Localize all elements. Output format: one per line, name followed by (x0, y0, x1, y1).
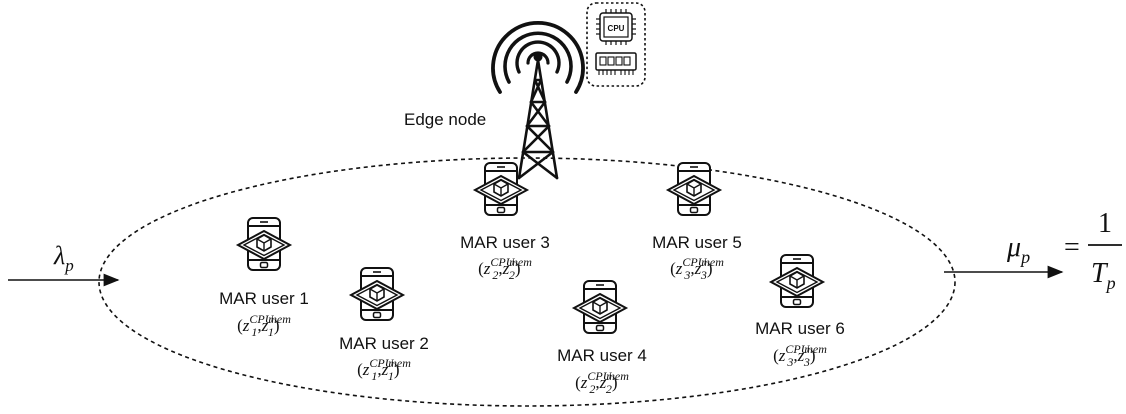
cpu-chip-icon: CPU (596, 9, 636, 45)
user-label: MAR user 1 (219, 289, 309, 308)
cpu-chip-text: CPU (608, 24, 625, 33)
mobile-ar-icon (350, 267, 404, 321)
tuple-part-z: z (261, 316, 269, 335)
tuple-part-comma: , (257, 316, 261, 335)
user-label: MAR user 4 (557, 346, 647, 365)
service-symbol: μ (1006, 232, 1021, 263)
tuple-part-sub-a: 3 (683, 268, 690, 282)
tuple-part-z: z (675, 259, 683, 278)
service-denominator: T (1091, 258, 1109, 289)
svg-text:λp: λp (53, 241, 74, 275)
service-denominator-subscript: p (1105, 273, 1116, 293)
tuple-part-z: z (694, 259, 702, 278)
edge-node-label: Edge node (404, 110, 486, 129)
tuple-part-sup-a: CPU (490, 255, 515, 269)
user-label: MAR user 6 (755, 319, 845, 338)
user-area-ellipse (98, 157, 956, 407)
tuple-part-close: ) (612, 373, 618, 392)
tuple-part-sub-b: 1 (388, 369, 394, 383)
tuple-part-sup-b: mem (804, 342, 827, 356)
mobile-ar-icon (573, 280, 627, 334)
service-rate: μp = 1 Tp (944, 208, 1122, 293)
tuple-part-z: z (242, 316, 250, 335)
arrival-symbol: λ (53, 241, 65, 270)
tuple-part-close: ) (274, 316, 280, 335)
tuple-part-close: ) (515, 259, 521, 278)
svg-text:Tp: Tp (1091, 258, 1116, 293)
tuple-part-sub-b: 2 (509, 268, 515, 282)
antenna-tower-icon (491, 21, 585, 180)
tuple-part-close: ) (707, 259, 713, 278)
tuple-part-sup-b: mem (606, 369, 629, 383)
service-numerator: 1 (1098, 208, 1112, 239)
tuple-part-close: ) (810, 346, 816, 365)
tuple-part-z: z (362, 360, 370, 379)
user-label: MAR user 3 (460, 233, 550, 252)
tuple-part-open: ( (237, 316, 243, 335)
tuple-part-sub-a: 2 (589, 382, 595, 396)
tuple-part-open: ( (357, 360, 363, 379)
tuple-part-z: z (502, 259, 510, 278)
tuple-part-z: z (797, 346, 805, 365)
service-equals: = (1064, 232, 1080, 263)
tuple-part-sup-b: mem (268, 312, 291, 326)
tuple-part-sup-b: mem (701, 255, 724, 269)
tuple-part-z: z (580, 373, 588, 392)
tuple-part-sub-a: 1 (251, 325, 257, 339)
tuple-part-comma: , (595, 373, 599, 392)
user-label: MAR user 2 (339, 334, 429, 353)
tuple-part-comma: , (793, 346, 797, 365)
tuple-part-sub-a: 1 (371, 369, 377, 383)
tuple-part-sup-a: CPU (369, 356, 394, 370)
arrival-rate: λp (8, 241, 120, 287)
tuple-part-sub-b: 2 (606, 382, 612, 396)
tuple-part-sup-a: CPU (785, 342, 810, 356)
tuple-part-z: z (381, 360, 389, 379)
tuple-part-open: ( (478, 259, 484, 278)
tuple-part-comma: , (498, 259, 502, 278)
tuple-part-sub-b: 3 (700, 268, 707, 282)
tuple-part-sup-b: mem (388, 356, 411, 370)
tuple-part-sup-a: CPU (587, 369, 612, 383)
arrival-subscript: p (64, 256, 74, 275)
tuple-part-close: ) (394, 360, 400, 379)
tuple-part-sup-a: CPU (249, 312, 274, 326)
memory-module-icon (595, 52, 637, 75)
tuple-part-comma: , (377, 360, 381, 379)
tuple-part-open: ( (575, 373, 581, 392)
tuple-part-sup-a: CPU (682, 255, 707, 269)
svg-text:μp: μp (1006, 232, 1030, 267)
tuple-part-comma: , (690, 259, 694, 278)
tuple-part-sub-b: 3 (803, 355, 810, 369)
tuple-part-sup-b: mem (509, 255, 532, 269)
tuple-part-open: ( (773, 346, 779, 365)
mobile-ar-icon (667, 162, 721, 216)
user-label: MAR user 5 (652, 233, 742, 252)
mobile-ar-icon (237, 217, 291, 271)
tuple-part-sub-a: 2 (492, 268, 498, 282)
service-subscript: p (1019, 247, 1030, 267)
tuple-part-open: ( (670, 259, 676, 278)
tuple-part-z: z (599, 373, 607, 392)
mobile-ar-icon (770, 254, 824, 308)
tuple-part-sub-a: 3 (786, 355, 793, 369)
tuple-part-z: z (778, 346, 786, 365)
tuple-part-z: z (483, 259, 491, 278)
compute-resources-box: CPU (586, 2, 646, 87)
tuple-part-sub-b: 1 (268, 325, 274, 339)
